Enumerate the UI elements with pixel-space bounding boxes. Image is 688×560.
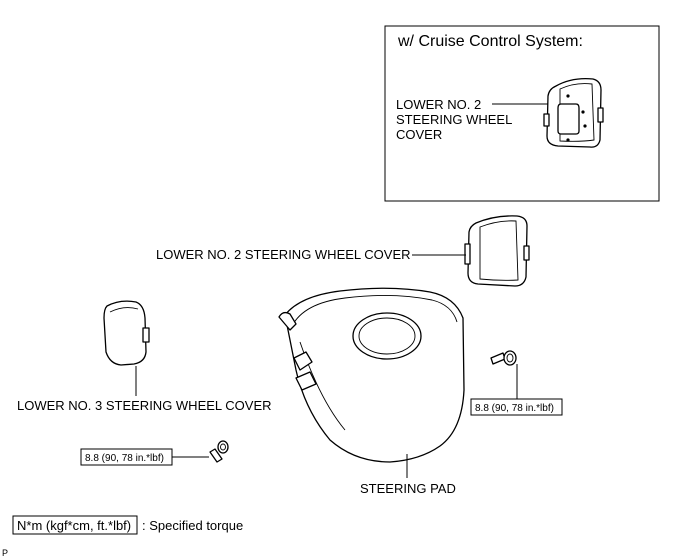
torque-left-value: 8.8 (90, 78 in.*lbf): [85, 453, 164, 464]
lower-no2-label: LOWER NO. 2 STEERING WHEEL COVER: [156, 247, 411, 262]
steering-pad-drawing: [278, 287, 465, 463]
footer-code: P: [2, 548, 8, 558]
legend-unit-box: [12, 515, 138, 535]
screw-right-icon: [490, 350, 517, 366]
inset-label-line-1: LOWER NO. 2: [396, 97, 481, 112]
screw-left-icon: [209, 440, 229, 463]
inset-panel: w/ Cruise Control System: LOWER NO. 2 ST…: [384, 25, 660, 202]
lower-no3-label: LOWER NO. 3 STEERING WHEEL COVER: [17, 398, 272, 413]
inset-lower-no2-cover-drawing: [543, 78, 604, 148]
lower-no2-cover-drawing: [464, 215, 530, 287]
inset-label-line-2: STEERING WHEEL: [396, 112, 512, 127]
torque-right-value: 8.8 (90, 78 in.*lbf): [475, 403, 554, 414]
legend-description: : Specified torque: [142, 518, 243, 533]
legend-unit: N*m (kgf*cm, ft.*lbf): [17, 518, 131, 533]
lower-no3-cover-drawing: [103, 300, 150, 366]
inset-frame: [384, 25, 660, 202]
steering-pad-label: STEERING PAD: [360, 481, 456, 496]
torque-left-box: [80, 448, 173, 466]
inset-label-line-3: COVER: [396, 127, 442, 142]
torque-right-box: [470, 398, 563, 416]
inset-title: w/ Cruise Control System:: [397, 33, 583, 50]
